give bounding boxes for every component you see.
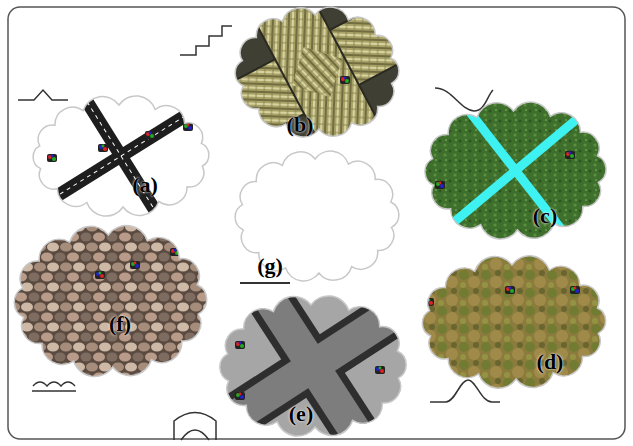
outer-frame xyxy=(8,7,625,439)
terrain-cloud: (c) xyxy=(418,98,613,243)
stairs-profile-symbol xyxy=(180,26,232,55)
bump-profile-symbol xyxy=(18,90,68,100)
terrain-cloud: (e) xyxy=(213,292,413,440)
terrain-cloud: (g) xyxy=(228,146,406,286)
cloud-outline xyxy=(418,98,613,243)
cloud-outline xyxy=(228,146,406,286)
panel-label: (b) xyxy=(287,112,314,138)
panel-label: (a) xyxy=(132,172,158,198)
terrain-cloud: (f) xyxy=(8,222,213,380)
terrain-cloud: (a) xyxy=(25,92,217,220)
terrain-cloud: (d) xyxy=(415,252,613,392)
terrain-cloud: (b) xyxy=(228,2,406,142)
cobble-profile-symbol xyxy=(32,382,76,391)
cloud-outline xyxy=(25,92,217,220)
cloud-outline xyxy=(8,222,213,380)
panel-label: (g) xyxy=(257,253,283,279)
cloud-outline xyxy=(415,252,613,392)
panel-label: (f) xyxy=(109,311,131,337)
panel-label: (c) xyxy=(533,203,557,229)
bridge-profile-symbol xyxy=(174,413,216,441)
cloud-outline xyxy=(228,2,406,142)
panel-label: (d) xyxy=(537,349,564,375)
flat-profile-symbol xyxy=(240,282,290,284)
panel-label: (e) xyxy=(289,401,313,427)
